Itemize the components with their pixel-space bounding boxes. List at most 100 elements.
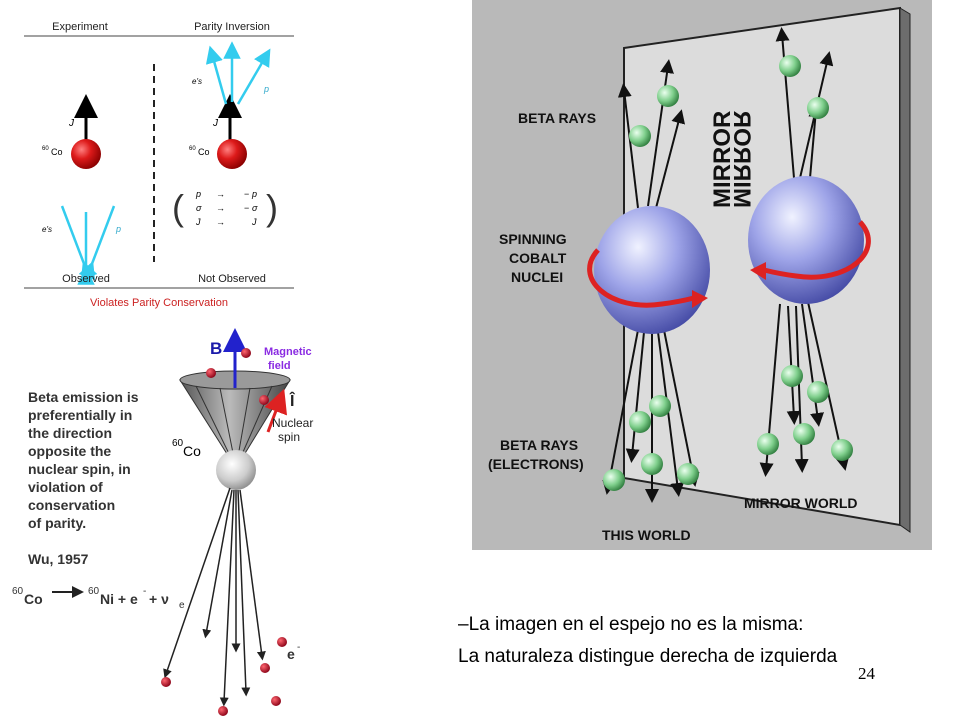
caption-line-2: La naturaleza distingue derecha de izqui…: [458, 646, 838, 667]
beta-particle: [629, 125, 651, 147]
caption-line-1: –La imagen en el espejo no es la misma:: [458, 614, 804, 635]
svg-text:-: -: [143, 586, 146, 597]
electron-label: e: [287, 646, 295, 662]
beta-particle: [657, 85, 679, 107]
j-label-right: J: [212, 118, 219, 129]
violation-label: Violates Parity Conservation: [90, 297, 228, 309]
svg-text:60: 60: [88, 586, 100, 597]
mirror-text-reflected: MIRROR: [728, 111, 755, 208]
electron-ray-left-1: [60, 205, 98, 281]
svg-text:p: p: [195, 189, 201, 199]
beta-particle: [781, 365, 803, 387]
electron-dot: [271, 696, 281, 706]
svg-text:J: J: [251, 217, 257, 227]
electron-dot: [277, 637, 287, 647]
beta-particle: [641, 453, 663, 475]
this-world-label: THIS WORLD: [602, 527, 691, 543]
beta-rays-top-label: BETA RAYS: [518, 110, 596, 126]
rotation-arrow-this-world: [587, 248, 695, 308]
beta-particle: [807, 381, 829, 403]
electron-dot: [206, 368, 216, 378]
svg-text:): ): [266, 187, 278, 228]
not-observed-label: Not Observed: [198, 273, 266, 285]
nuclear-spin-label-1: Nuclear: [272, 416, 313, 430]
beta-particle: [757, 433, 779, 455]
svg-text:−: −: [244, 203, 249, 213]
magnetic-field-label-2: field: [268, 360, 291, 372]
beta-particle: [793, 423, 815, 445]
j-label-left: J: [68, 118, 75, 129]
nuclei-label: NUCLEI: [511, 269, 563, 285]
co-mass-wu: 60: [172, 438, 184, 449]
svg-text:+ ν: + ν: [149, 591, 169, 607]
svg-text:nuclear spin, in: nuclear spin, in: [28, 461, 131, 477]
description-text: Beta emission is preferentially in the d…: [28, 389, 139, 531]
rotation-arrow-mirror-world: [763, 220, 871, 280]
co-mass-right: 60: [189, 146, 196, 152]
nuclear-spin-arrow: [264, 388, 288, 433]
nuclear-spin-label-2: spin: [278, 430, 300, 444]
cobalt-nucleus-right: [217, 139, 247, 169]
electrons-label-left: e's: [42, 225, 52, 234]
mirror-world-label: MIRROR WORLD: [744, 495, 858, 511]
beta-rays: [163, 487, 266, 707]
beta-particle: [649, 395, 671, 417]
svg-text:preferentially in: preferentially in: [28, 407, 132, 423]
cobalt-nucleus: [216, 450, 256, 490]
svg-text:−: −: [244, 189, 249, 199]
magnetic-field-label-1: Magnetic: [264, 346, 312, 358]
decay-reaction: 60 Co 60 Ni + e - + ν e: [12, 586, 185, 611]
svg-text:→: →: [216, 189, 225, 199]
p-label-right: p: [263, 84, 269, 94]
svg-text:of parity.: of parity.: [28, 515, 86, 531]
parity-diagram: Experiment Parity Inversion J 60 Co e's …: [24, 21, 294, 309]
electron-ray-right-3: [236, 48, 271, 105]
cobalt-nucleus-this-world: [594, 206, 710, 334]
beta-particle: [779, 55, 801, 77]
svg-text:Beta emission is: Beta emission is: [28, 389, 139, 405]
co-mass-left: 60: [42, 146, 49, 152]
co-label-wu: Co: [183, 443, 201, 459]
svg-text:-: -: [297, 642, 300, 653]
svg-text:Co: Co: [24, 591, 43, 607]
electron-ray-left-3: [78, 205, 116, 281]
beta-rays-bottom-label: BETA RAYS: [500, 437, 578, 453]
svg-text:conservation: conservation: [28, 497, 115, 513]
p-label-left: p: [115, 224, 121, 234]
beta-particle: [677, 463, 699, 485]
svg-text:e: e: [179, 600, 185, 611]
spin-symbol: Î: [289, 391, 296, 410]
svg-text:→: →: [216, 203, 225, 213]
svg-text:(: (: [172, 187, 184, 228]
header-parity-inversion: Parity Inversion: [194, 21, 270, 33]
header-experiment: Experiment: [52, 21, 108, 33]
cobalt-label: COBALT: [509, 250, 567, 266]
wu-experiment-diagram: B Magnetic field Î Nuclear spin 60 Co Be…: [12, 328, 313, 716]
svg-text:Ni + e: Ni + e: [100, 591, 138, 607]
electrons-label: (ELECTRONS): [488, 456, 584, 472]
svg-text:60: 60: [12, 586, 24, 597]
mirror-illustration: MIRROR MIRROR: [472, 0, 932, 550]
electron-dot: [260, 663, 270, 673]
electron-dot: [259, 395, 269, 405]
svg-text:J: J: [195, 217, 201, 227]
co-label-right: Co: [198, 147, 210, 157]
citation: Wu, 1957: [28, 551, 89, 567]
b-label: B: [210, 339, 222, 358]
slide-number: 24: [858, 664, 875, 683]
beta-particle: [603, 469, 625, 491]
mirror-text: MIRROR: [709, 111, 736, 208]
svg-text:σ: σ: [252, 203, 258, 213]
svg-text:p: p: [251, 189, 257, 199]
cobalt-nucleus-mirror-world: [748, 176, 864, 304]
electron-dot: [161, 677, 171, 687]
observed-label: Observed: [62, 273, 110, 285]
svg-text:violation of: violation of: [28, 479, 103, 495]
cobalt-nucleus-left: [71, 139, 101, 169]
beta-particle: [831, 439, 853, 461]
this-world-down-rays: [602, 329, 700, 503]
svg-text:→: →: [216, 217, 225, 227]
spinning-label: SPINNING: [499, 231, 567, 247]
beta-particle: [807, 97, 829, 119]
mirror-edge: [899, 7, 911, 533]
